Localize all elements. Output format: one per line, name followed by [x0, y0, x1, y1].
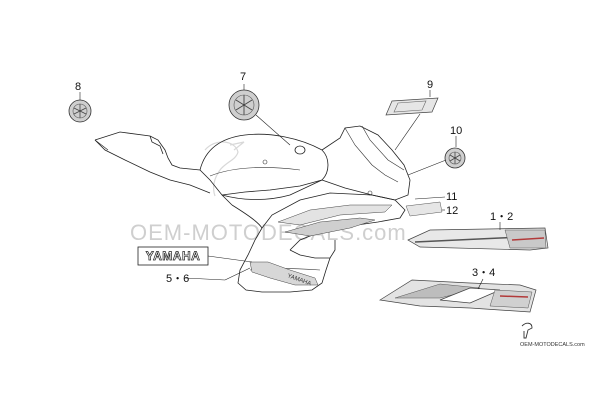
- callout-12: 12: [446, 205, 458, 217]
- leader-3-4: [477, 278, 484, 290]
- leader-9b: [394, 113, 421, 151]
- watermark-small-text: OEM-MOTODECALS.com: [520, 342, 585, 348]
- tuning-fork-emblem-7: [228, 89, 260, 121]
- tuning-fork-emblem-10: [444, 147, 466, 169]
- yamaha-label-decal: YAMAHA: [137, 246, 209, 266]
- callout-1-2: 1・2: [490, 211, 513, 223]
- watermark-logo: [204, 141, 245, 197]
- callout-9: 9: [427, 79, 433, 91]
- leader-7b: [255, 114, 291, 146]
- leader-5-6b: [184, 277, 226, 281]
- leader-10b: [407, 159, 447, 176]
- bike-fairing-body: YAMAHA: [94, 125, 443, 293]
- callout-7: 7: [240, 71, 246, 83]
- tuning-fork-emblem-8: [68, 99, 92, 123]
- callout-11: 11: [446, 191, 457, 203]
- stripe-decal-1-2: [407, 227, 549, 251]
- watermark-bird-small: [521, 322, 533, 339]
- fairing-decal-3-4: [379, 279, 537, 313]
- leader-5-6c: [224, 267, 251, 281]
- leader-8b: [94, 139, 109, 151]
- model-logo-decal-9: [385, 97, 439, 116]
- callout-3-4: 3・4: [472, 267, 495, 279]
- leader-5-6: [207, 255, 253, 263]
- leader-11: [414, 196, 446, 200]
- callout-8: 8: [75, 81, 81, 93]
- callout-5-6: 5・6: [166, 273, 189, 285]
- callout-10: 10: [450, 125, 462, 137]
- yamaha-label-text: YAMAHA: [146, 249, 201, 263]
